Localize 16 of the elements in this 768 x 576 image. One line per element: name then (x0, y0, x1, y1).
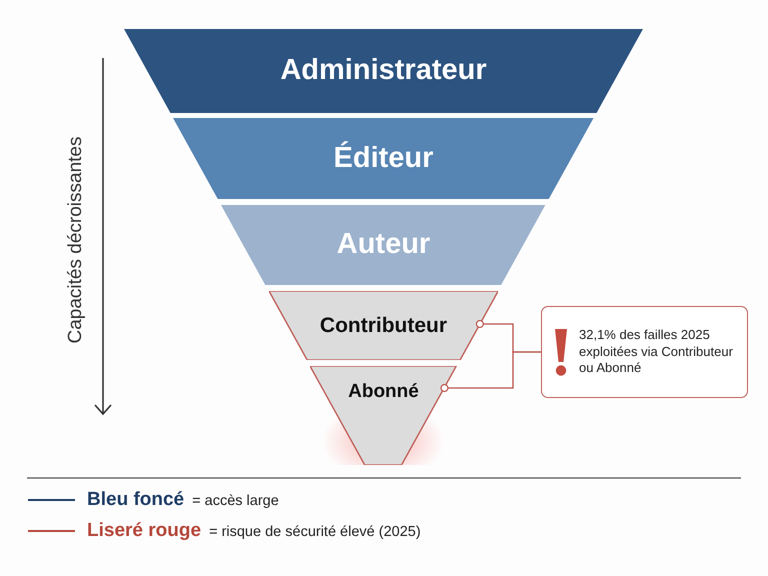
tier-label: Administrateur (280, 55, 487, 87)
callout-text: 32,1% des failles 2025 exploitées via Contributeur ou Abonné (579, 326, 734, 378)
axis-label: Capacités décroissantes (65, 136, 87, 344)
tier-label: Abonné (348, 382, 419, 403)
legend-text: Bleu foncé = accès large (87, 489, 279, 511)
tier-label: Contributeur (320, 314, 448, 338)
callout-box (541, 306, 748, 398)
funnel-tier (268, 291, 498, 360)
funnel-tier (173, 118, 594, 199)
funnel-tier (310, 366, 457, 465)
funnel-tier (124, 29, 643, 113)
tier-label: Éditeur (334, 142, 434, 174)
legend-text: Liseré rouge = risque de sécurité élevé (2025) (87, 520, 421, 542)
tier-label: Auteur (336, 229, 430, 261)
connector-line (440, 351, 541, 392)
funnel-tier (221, 205, 546, 285)
